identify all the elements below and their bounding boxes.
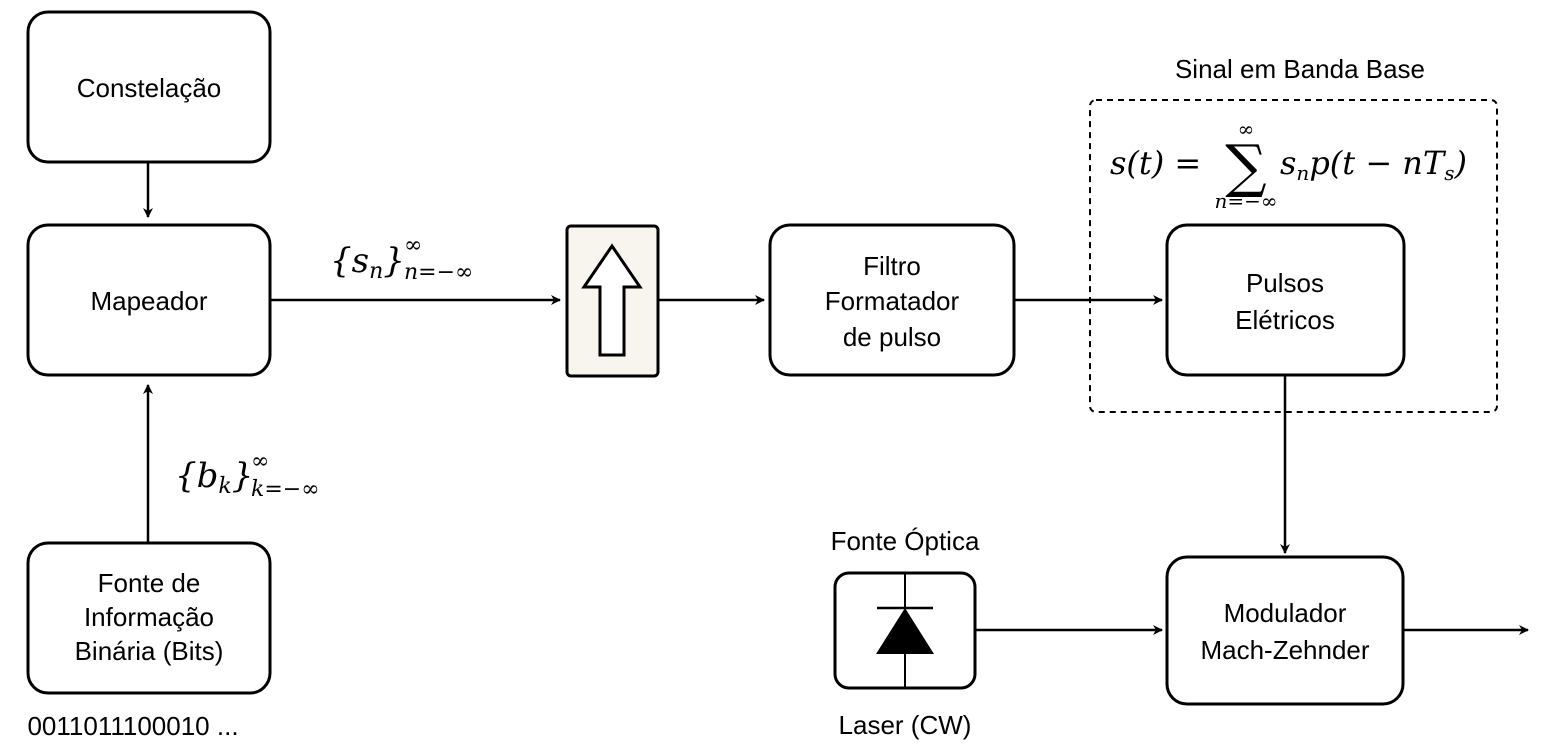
laser-label: Laser (CW) (839, 710, 972, 740)
sn-sequence-formula: {sn} ∞ n=−∞ (330, 233, 473, 285)
modulador-line-2: Mach-Zehnder (1200, 635, 1369, 665)
banda-base-title: Sinal em Banda Base (1175, 54, 1425, 84)
fonte-info-line-3: Binária (Bits) (75, 636, 224, 666)
modulador-line-1: Modulador (1224, 598, 1347, 628)
constelacao-label: Constelação (77, 73, 222, 103)
svg-text:n=−∞: n=−∞ (404, 260, 473, 285)
bk-sequence-formula: {bk} ∞ k=−∞ (175, 449, 320, 502)
fonte-info-line-1: Fonte de (98, 568, 201, 598)
filtro-formatador-block[interactable]: Filtro Formatador de pulso (768, 223, 1016, 377)
upsampler-block[interactable] (565, 224, 660, 378)
constelacao-block[interactable]: Constelação (26, 10, 272, 164)
laser-block[interactable] (833, 571, 977, 690)
mapeador-label: Mapeador (90, 286, 207, 316)
svg-text:∞: ∞ (404, 233, 422, 258)
diode-icon (876, 573, 934, 688)
svg-text:∞: ∞ (251, 449, 269, 474)
svg-text:k=−∞: k=−∞ (251, 477, 320, 502)
fonte-info-line-2: Informação (84, 602, 214, 632)
svg-text:{bk}: {bk} (175, 456, 253, 499)
up-arrow-icon (581, 243, 643, 357)
svg-text:s(t) =: s(t) = (1110, 144, 1201, 182)
pulsos-eletricos-block[interactable]: Pulsos Elétricos (1165, 223, 1406, 377)
svg-text:∞: ∞ (1238, 117, 1255, 141)
baseband-signal-formula: s(t) = ∑ ∞ n=−∞ snp(t − nTs) (1110, 117, 1467, 213)
svg-text:{sn}: {sn} (330, 241, 405, 284)
pulsos-line-1: Pulsos (1246, 268, 1324, 298)
svg-text:∑: ∑ (1225, 132, 1266, 200)
filtro-line-3: de pulso (843, 322, 941, 352)
svg-text:n=−∞: n=−∞ (1214, 189, 1277, 213)
mapeador-block[interactable]: Mapeador (26, 223, 272, 377)
fonte-optica-label: Fonte Óptica (831, 526, 980, 556)
pulsos-line-2: Elétricos (1235, 305, 1335, 335)
filtro-line-2: Formatador (825, 286, 960, 316)
fonte-informacao-block[interactable]: Fonte de Informação Binária (Bits) (26, 541, 272, 695)
bits-sequence-label: 0011011100010 ... (27, 711, 238, 741)
modulador-block[interactable]: Modulador Mach-Zehnder (1165, 555, 1405, 706)
filtro-line-1: Filtro (863, 251, 921, 281)
baseband-region (1089, 99, 1498, 413)
svg-text:snp(t − nTs): snp(t − nTs) (1280, 144, 1467, 185)
